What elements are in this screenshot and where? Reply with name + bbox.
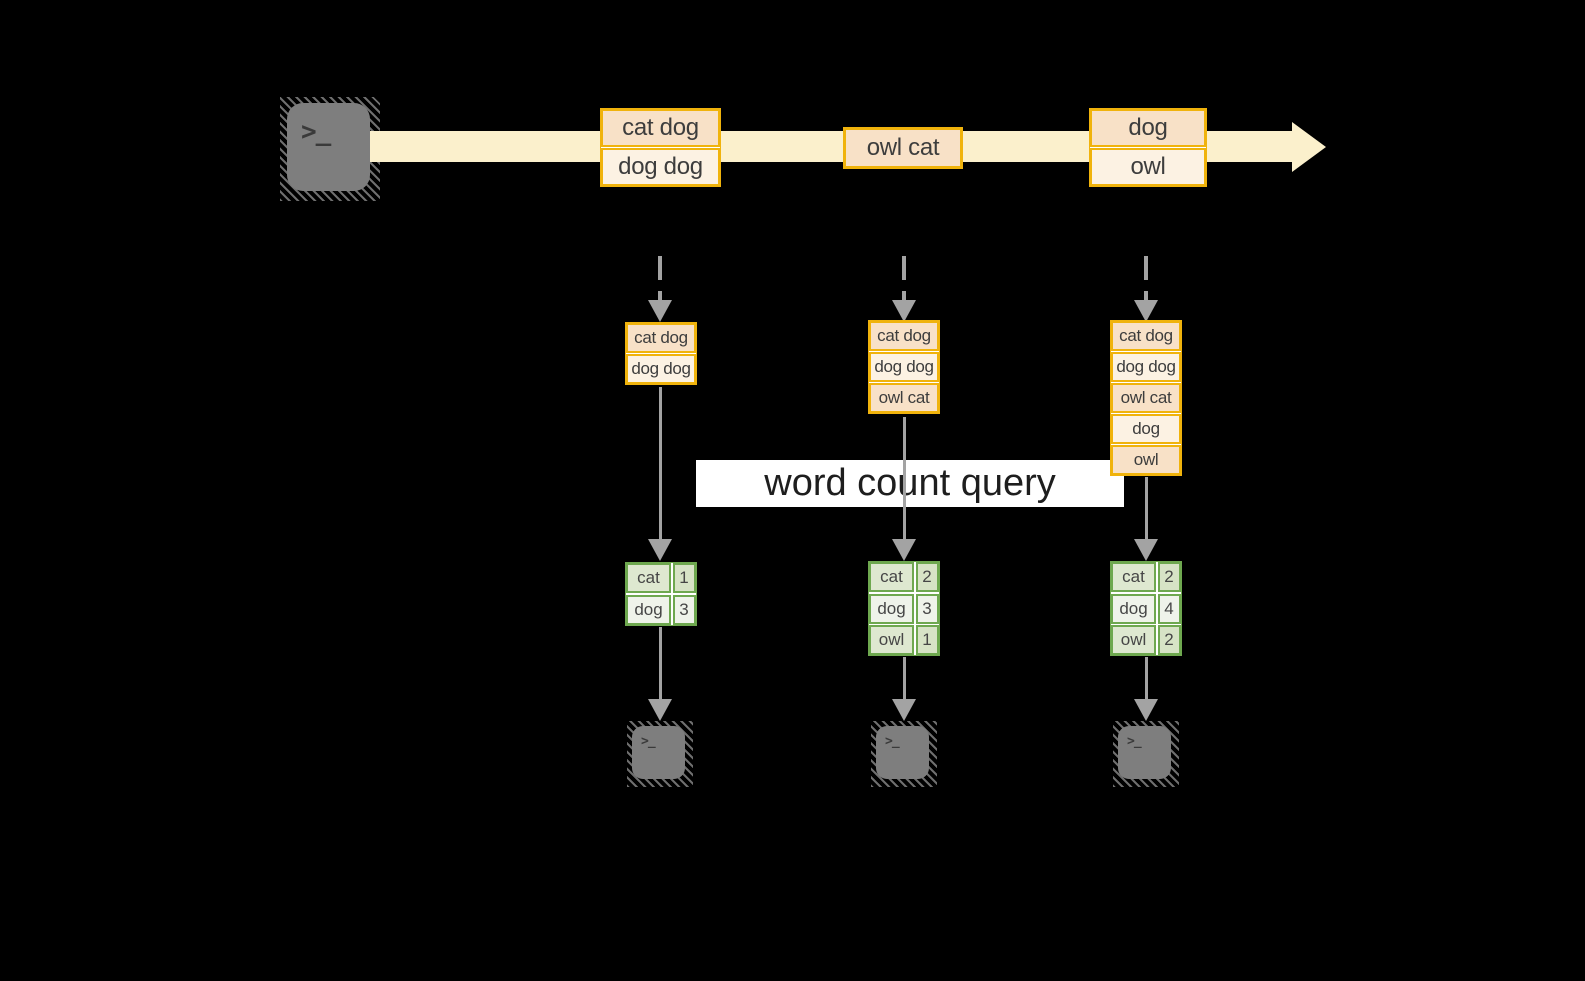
record-line-cell: cat dog xyxy=(601,109,720,147)
word-cell: cat xyxy=(1111,562,1156,592)
sink-terminal-icon: >_ xyxy=(871,721,937,787)
record-line-cell: dog xyxy=(1111,414,1181,444)
arrow-line xyxy=(658,627,662,700)
word-cell: dog xyxy=(869,593,914,624)
record-line-cell: owl cat xyxy=(844,128,962,168)
terminal-prompt-glyph: >_ xyxy=(301,117,331,147)
arrowhead-icon xyxy=(1134,699,1158,721)
stream-arrowhead-icon xyxy=(1292,122,1326,172)
record-line-cell: dog dog xyxy=(1111,352,1181,382)
terminal-prompt-glyph: >_ xyxy=(1127,734,1142,749)
query-title: word count query xyxy=(696,460,1124,507)
arrow-line xyxy=(1144,477,1148,540)
word-cell: dog xyxy=(1111,593,1156,624)
count-cell: 2 xyxy=(1157,562,1181,592)
record-line-cell: owl cat xyxy=(869,383,939,413)
arrowhead-icon xyxy=(648,539,672,561)
record-line-cell: dog dog xyxy=(869,352,939,382)
record-line-cell: dog dog xyxy=(601,148,720,186)
arrowhead-icon xyxy=(648,300,672,322)
sink-terminal-icon: >_ xyxy=(1113,721,1179,787)
record-line-cell: dog dog xyxy=(626,354,696,384)
word-cell: owl xyxy=(869,625,914,655)
count-cell: 4 xyxy=(1157,593,1181,624)
arrow-line xyxy=(902,657,906,700)
record-line-cell: owl xyxy=(1111,445,1181,475)
dashed-arrow-line xyxy=(902,256,906,302)
count-cell: 3 xyxy=(672,594,696,625)
terminal-prompt-glyph: >_ xyxy=(885,734,900,749)
word-cell: cat xyxy=(626,563,671,593)
sink-terminal-icon: >_ xyxy=(627,721,693,787)
terminal-prompt-glyph: >_ xyxy=(641,734,656,749)
count-cell: 2 xyxy=(915,562,939,592)
source-terminal-icon: >_ xyxy=(280,97,380,201)
stream-batch-box: owl cat xyxy=(843,127,963,169)
terminal-icon: >_ xyxy=(632,726,685,779)
arrowhead-icon xyxy=(892,699,916,721)
arrowhead-icon xyxy=(892,539,916,561)
arrowhead-icon xyxy=(1134,539,1158,561)
word-cell: dog xyxy=(626,594,671,625)
arrowhead-icon xyxy=(1134,300,1158,322)
record-line-cell: owl cat xyxy=(1111,383,1181,413)
dashed-arrow-line xyxy=(1144,256,1148,302)
count-cell: 3 xyxy=(915,593,939,624)
record-line-cell: cat dog xyxy=(626,323,696,353)
dashed-arrow-line xyxy=(658,256,662,302)
record-line-cell: dog xyxy=(1090,109,1206,147)
count-cell: 1 xyxy=(915,625,939,655)
arrow-line xyxy=(1144,657,1148,700)
arrow-line xyxy=(902,417,906,540)
word-cell: owl xyxy=(1111,625,1156,655)
arrowhead-icon xyxy=(648,699,672,721)
arrowhead-icon xyxy=(892,300,916,322)
word-cell: cat xyxy=(869,562,914,592)
count-cell: 1 xyxy=(672,563,696,593)
terminal-icon: >_ xyxy=(1118,726,1171,779)
record-line-cell: owl xyxy=(1090,148,1206,186)
terminal-icon: >_ xyxy=(876,726,929,779)
count-cell: 2 xyxy=(1157,625,1181,655)
record-line-cell: cat dog xyxy=(869,321,939,351)
record-line-cell: cat dog xyxy=(1111,321,1181,351)
arrow-line xyxy=(658,387,662,540)
terminal-icon: >_ xyxy=(287,103,370,191)
